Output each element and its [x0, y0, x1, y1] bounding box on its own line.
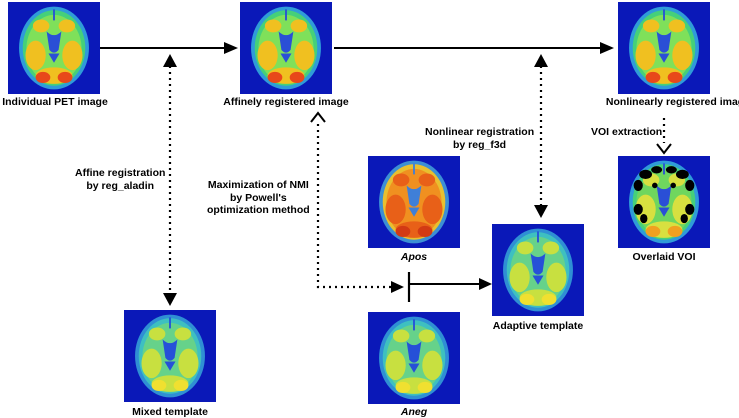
aneg-label: Aneg [400, 406, 428, 418]
individual-pet-label: Individual PET image [2, 96, 108, 108]
nmi-maximization-step: Maximization of NMI by Powell's optimiza… [207, 179, 310, 216]
arrow-head-up-affine-reg [163, 54, 177, 67]
overlaid-voi-label: Overlaid VOI [632, 251, 696, 263]
arrow-head-down-adaptive [534, 205, 548, 218]
nonlinearly-registered-image [618, 2, 710, 94]
nonlinear-registration-step: Nonlinear registration by reg_f3d [425, 126, 535, 151]
affine-registration-step: Affine registration by reg_aladin [75, 167, 166, 192]
affinely-registered-image [240, 2, 332, 94]
voi-extraction-step: VOI extraction [591, 126, 663, 138]
aneg-template-image [368, 312, 460, 404]
arrow-head-affine [224, 42, 238, 54]
individual-pet-image [8, 2, 100, 94]
nonlinearly-registered-label: Nonlinearly registered image [605, 96, 739, 108]
arrow-head-adaptive [479, 278, 492, 290]
arrow-head-up-affine-image [310, 111, 326, 123]
affinely-registered-label: Affinely registered image [223, 96, 349, 108]
arrow-nmi-maximization [316, 124, 392, 289]
arrow-head-down-voi [656, 143, 672, 155]
arrow-head-nonlinear [600, 42, 614, 54]
mixed-template-image [124, 310, 216, 402]
mixed-template-label: Mixed template [132, 406, 208, 418]
adaptive-template-label: Adaptive template [492, 320, 584, 332]
arrow-head-right-junction [391, 281, 404, 293]
apos-label: Apos [400, 251, 428, 263]
arrow-head-down-mixed [163, 293, 177, 306]
apos-template-image [368, 156, 460, 248]
overlaid-voi-image [618, 156, 710, 248]
arrow-head-up-nonlinear-reg [534, 54, 548, 67]
adaptive-template-image [492, 224, 584, 316]
